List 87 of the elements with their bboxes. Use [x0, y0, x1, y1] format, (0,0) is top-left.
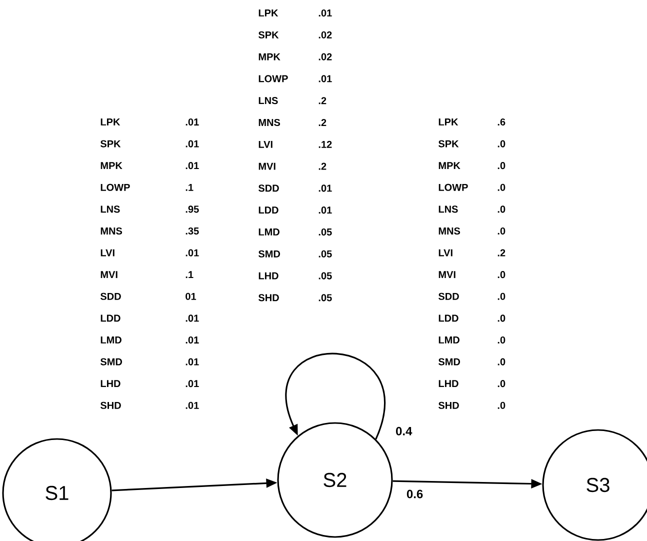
variable-name: LHD [258, 272, 278, 280]
variable-name: MVI [438, 271, 456, 278]
probability-value: .01 [186, 140, 199, 148]
probability-value: .0 [498, 140, 506, 148]
variable-name: LMD [258, 228, 280, 236]
variable-name: LPK [438, 118, 458, 126]
variable-name: LNS [438, 206, 458, 213]
probability-value: .0 [498, 227, 506, 235]
variable-name: SPK [438, 140, 459, 148]
variable-name: SHD [258, 294, 279, 302]
probability-value: .0 [498, 184, 506, 191]
variable-name: LPK [100, 118, 120, 126]
probability-value: .2 [318, 162, 326, 170]
probability-value: .6 [498, 118, 506, 126]
probability-value: .02 [318, 53, 332, 60]
variable-name: LHD [438, 380, 458, 388]
variable-name: SDD [100, 292, 121, 300]
variable-name: MNS [438, 227, 460, 235]
probability-value: .0 [498, 358, 506, 366]
variable-name: LMD [438, 336, 460, 344]
variable-name: MPK [100, 162, 122, 170]
probability-value: .2 [318, 97, 326, 104]
probability-value: .1 [186, 184, 194, 191]
variable-name: LMD [100, 336, 122, 344]
variable-name: MPK [438, 162, 460, 170]
probability-value: .01 [186, 336, 199, 344]
probability-value: .01 [318, 206, 332, 214]
variable-name: SHD [100, 402, 121, 409]
probability-value: .05 [318, 250, 332, 258]
probability-value: .01 [318, 9, 332, 17]
probability-value: .01 [186, 249, 199, 256]
probability-value: .01 [186, 162, 199, 170]
variable-name: LPK [258, 10, 278, 16]
variable-name: MVI [100, 271, 118, 278]
probability-value: .2 [318, 119, 326, 126]
variable-name: SMD [438, 358, 460, 366]
variable-name: LVI [100, 249, 114, 256]
probability-value: .02 [318, 31, 332, 38]
probability-value: .01 [186, 380, 199, 388]
probability-value: .05 [318, 272, 332, 280]
variable-name: LOWP [438, 184, 468, 191]
variable-name: LNS [100, 206, 120, 213]
probability-value: .01 [186, 314, 199, 322]
probability-value: .0 [498, 292, 506, 300]
variable-name: LOWP [258, 75, 288, 82]
probability-value: .1 [186, 271, 194, 278]
probability-value: .01 [186, 358, 199, 366]
edge-label: 0.6 [405, 488, 424, 500]
arrow [286, 353, 385, 440]
variable-name: SPK [258, 31, 279, 38]
probability-value: .01 [186, 118, 199, 126]
probability-value: .95 [186, 206, 199, 213]
variable-name: LNS [258, 97, 278, 104]
variable-name: LDD [438, 314, 458, 322]
variable-name: MVI [258, 162, 276, 170]
variable-name: SDD [438, 292, 459, 300]
variable-name: LVI [438, 249, 452, 256]
probability-value: .0 [498, 206, 506, 213]
variable-name: SPK [100, 140, 121, 148]
probability-value: .01 [318, 184, 332, 192]
edge-label: 0.4 [394, 426, 414, 436]
variable-name: LVI [258, 140, 272, 148]
probability-value: .2 [498, 249, 506, 256]
probability-value: .12 [318, 140, 332, 148]
probability-value: .0 [498, 271, 506, 278]
variable-name: SDD [258, 184, 279, 192]
variable-name: MNS [258, 118, 280, 126]
variable-name: LDD [100, 314, 120, 322]
probability-value: .01 [318, 75, 332, 82]
probability-value: .0 [498, 380, 506, 388]
variable-name: LHD [100, 380, 120, 388]
probability-value: .0 [498, 162, 506, 170]
variable-name: LDD [258, 206, 278, 214]
variable-name: MNS [100, 227, 122, 235]
probability-value: .05 [318, 228, 332, 236]
probability-value: 01 [186, 292, 196, 300]
variable-name: SMD [100, 358, 122, 366]
probability-value: .0 [498, 402, 506, 409]
probability-value: .0 [498, 336, 506, 344]
variable-name: LOWP [100, 184, 130, 191]
probability-value: .35 [186, 227, 199, 235]
variable-name: SHD [438, 402, 459, 409]
probability-value: .05 [318, 294, 332, 302]
probability-value: .0 [498, 314, 506, 322]
probability-value: .01 [186, 402, 199, 409]
variable-name: MPK [258, 53, 280, 60]
variable-name: SMD [258, 250, 280, 258]
